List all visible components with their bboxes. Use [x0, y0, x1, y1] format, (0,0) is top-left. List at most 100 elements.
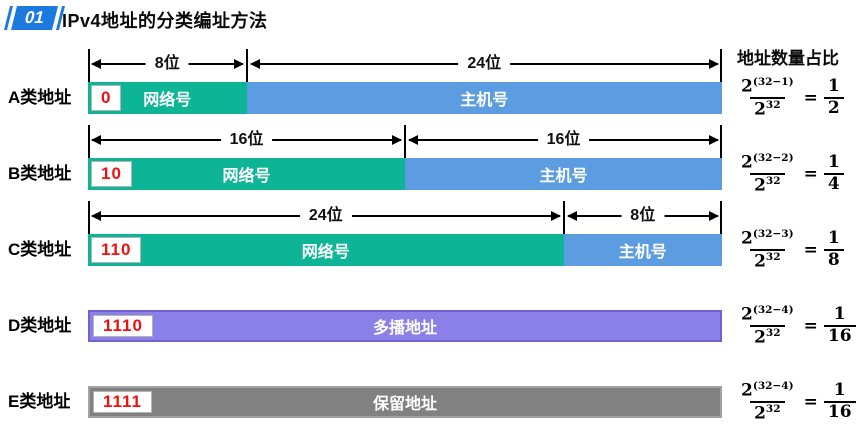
tick-mark	[88, 125, 90, 158]
row-b-formula: 2(32−2) 232 = 1 4	[737, 148, 855, 200]
dimension-arrow: 8位	[88, 49, 247, 82]
prefix-bits-box: 110	[91, 237, 142, 263]
power-fraction: 2(32−2) 232	[737, 152, 798, 196]
row-b-bar: 10 网络号 主机号	[88, 158, 722, 190]
bit-width-label: 8位	[621, 204, 665, 228]
power-fraction: 2(32−4) 232	[737, 380, 798, 424]
base: 2	[741, 152, 753, 173]
base: 2	[754, 327, 766, 348]
tick-mark	[720, 125, 722, 158]
numerator: 1	[833, 380, 846, 401]
host-segment: 主机号	[405, 158, 722, 190]
prefix-bits-box: 10	[91, 161, 132, 187]
exponent: (32−4)	[752, 303, 794, 316]
row-c-label: C类地址	[8, 240, 72, 259]
network-segment: 10 网络号	[88, 158, 405, 190]
dimension-arrow: 24位	[247, 49, 723, 82]
dimension-arrow: 24位	[88, 201, 564, 234]
base: 2	[754, 403, 766, 424]
section-number-badge: 01	[11, 6, 58, 30]
row-e-label: E类地址	[8, 392, 71, 411]
numerator: 1	[827, 76, 840, 97]
row-a-bar: 0 网络号 主机号	[88, 82, 722, 114]
tick-mark	[245, 49, 248, 82]
host-segment: 主机号	[246, 82, 722, 114]
segment-text: 主机号	[460, 92, 509, 109]
result-fraction: 1 16	[823, 380, 856, 423]
row-a-dimensions: 8位 24位	[88, 49, 722, 82]
equals-sign: =	[803, 88, 818, 108]
page-title: IPv4地址的分类编址方法	[62, 11, 268, 31]
network-segment: 110 网络号	[88, 234, 564, 266]
denominator: 8	[823, 249, 844, 271]
tick-mark	[720, 49, 722, 82]
bit-width-label: 8位	[145, 52, 189, 76]
segment-text: 主机号	[539, 168, 588, 185]
equals-sign: =	[803, 392, 818, 412]
base: 2	[741, 304, 753, 325]
prefix-bits-box: 1110	[93, 315, 153, 337]
network-segment: 0 网络号	[88, 82, 247, 114]
exponent: 32	[765, 327, 781, 339]
base: 2	[741, 228, 753, 249]
equals-sign: =	[803, 316, 818, 336]
result-fraction: 1 8	[823, 228, 844, 271]
row-c-bar: 110 网络号 主机号	[88, 234, 722, 266]
base: 2	[754, 99, 766, 120]
segment-text: 主机号	[618, 244, 667, 261]
base: 2	[754, 175, 766, 196]
numerator: 1	[833, 304, 846, 325]
bit-width-label: 24位	[458, 52, 511, 76]
bit-width-label: 16位	[220, 128, 273, 152]
segment-text: 多播地址	[372, 320, 437, 337]
exponent: (32−4)	[752, 379, 794, 392]
denominator: 4	[823, 173, 844, 195]
denominator: 16	[823, 325, 856, 347]
power-fraction: 2(32−3) 232	[737, 228, 798, 272]
exponent: (32−3)	[752, 227, 794, 240]
row-e-formula: 2(32−4) 232 = 1 16	[737, 376, 856, 426]
tick-mark	[562, 201, 565, 234]
row-d-formula: 2(32−4) 232 = 1 16	[737, 300, 856, 352]
row-d-bar: 1110 多播地址	[88, 310, 722, 342]
segment-text: 网络号	[301, 244, 350, 261]
result-fraction: 1 2	[823, 76, 844, 119]
exponent: (32−1)	[752, 75, 794, 88]
segment-text: 网络号	[143, 92, 192, 109]
denominator: 2	[823, 97, 844, 119]
row-a-label: A类地址	[8, 88, 72, 107]
tick-mark	[88, 201, 90, 234]
numerator: 1	[827, 152, 840, 173]
base: 2	[754, 251, 766, 272]
result-fraction: 1 16	[823, 304, 856, 347]
exponent: 32	[765, 251, 781, 263]
exponent: 32	[765, 99, 781, 111]
row-e-bar: 1111 保留地址	[88, 386, 722, 418]
bit-width-label: 24位	[299, 204, 352, 228]
tick-mark	[720, 201, 722, 234]
denominator: 16	[823, 401, 856, 423]
dimension-arrow: 16位	[405, 125, 722, 158]
host-segment: 主机号	[563, 234, 722, 266]
prefix-bits-box: 1111	[93, 391, 153, 413]
row-c-dimensions: 24位 8位	[88, 201, 722, 234]
result-fraction: 1 4	[823, 152, 844, 195]
power-fraction: 2(32−4) 232	[737, 304, 798, 348]
tick-mark	[88, 49, 90, 82]
numerator: 1	[827, 228, 840, 249]
exponent: 32	[765, 175, 781, 187]
bit-width-label: 16位	[537, 128, 590, 152]
tick-mark	[404, 125, 406, 158]
prefix-bits-box: 0	[91, 85, 122, 111]
base: 2	[741, 76, 753, 97]
exponent: 32	[765, 403, 781, 415]
header: 01 IPv4地址的分类编址方法	[0, 0, 856, 36]
power-fraction: 2(32−1) 232	[737, 76, 798, 120]
row-b-label: B类地址	[8, 164, 72, 183]
ratio-column-header: 地址数量占比	[737, 49, 839, 68]
dimension-arrow: 8位	[564, 201, 723, 234]
row-a-formula: 2(32−1) 232 = 1 2	[737, 72, 855, 124]
equals-sign: =	[803, 240, 818, 260]
row-c-formula: 2(32−3) 232 = 1 8	[737, 224, 855, 276]
